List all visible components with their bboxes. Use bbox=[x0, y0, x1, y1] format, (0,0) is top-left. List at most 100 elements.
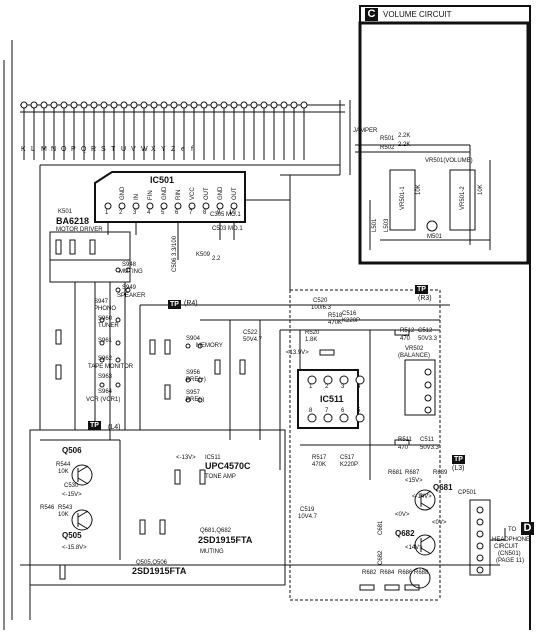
switch-label: S957 bbox=[186, 390, 201, 396]
component-label: R546 bbox=[40, 505, 55, 511]
tp-label: (L3) bbox=[452, 465, 465, 472]
component-label: R543 bbox=[58, 505, 73, 511]
ic501-pin: 3 bbox=[133, 210, 137, 216]
component-label: R517 bbox=[312, 455, 327, 461]
component-label: (BALANCE) bbox=[398, 353, 431, 359]
vr501a-label: VR501-1 bbox=[400, 186, 406, 210]
component-label: 470 bbox=[400, 336, 411, 342]
pin-label: L bbox=[31, 146, 35, 153]
component-label: C681 bbox=[378, 520, 384, 535]
ic501-desc: MOTOR DRIVER bbox=[56, 227, 103, 233]
pin-label: Y bbox=[161, 146, 166, 153]
component-label: K220P bbox=[340, 462, 359, 468]
tp-marker: TP bbox=[452, 455, 465, 464]
ic511-part: UPC4570C bbox=[205, 461, 251, 471]
switch-label: S948 bbox=[122, 262, 137, 268]
component-label: 470 bbox=[398, 445, 409, 451]
component-label: R681 bbox=[388, 470, 403, 476]
pin-label: P bbox=[71, 146, 76, 153]
jamper-label: JAMPER bbox=[353, 128, 378, 134]
component-label: 1.8K bbox=[305, 337, 318, 343]
ic501-pin: 7 bbox=[189, 210, 193, 216]
r502-value: 2.2K bbox=[398, 142, 411, 148]
voltage-label: <14V> bbox=[405, 545, 423, 551]
ic501-pin-name: OUT bbox=[232, 187, 238, 200]
voltage-label: <-14V> bbox=[412, 494, 432, 500]
component-label: 50V4.7 bbox=[243, 337, 263, 343]
q505-506-label: Q505,Q506 bbox=[136, 560, 168, 566]
ic501-pin: 5 bbox=[161, 210, 165, 216]
r501-value: 2.2K bbox=[398, 133, 411, 139]
switch-label: S964 bbox=[98, 389, 113, 395]
ic501-ref: IC501 bbox=[150, 175, 175, 185]
component-label: 10K bbox=[58, 512, 69, 518]
switch-label: PHONO bbox=[94, 306, 117, 312]
component-label: K509 bbox=[196, 252, 211, 258]
ic511-ref-small: IC511 bbox=[205, 455, 221, 461]
voltage-label: <0V> bbox=[395, 512, 410, 518]
component-label: VR502 bbox=[405, 346, 424, 352]
switch-label: TAPE MONITOR bbox=[88, 364, 134, 370]
ic511-pin: 5 bbox=[357, 408, 361, 414]
pin-label: R bbox=[91, 146, 97, 153]
component-label: 10K bbox=[58, 469, 69, 475]
ic511-pin: 3 bbox=[341, 384, 345, 390]
pin-label: X bbox=[151, 146, 156, 153]
component-label: R687 bbox=[405, 470, 420, 476]
q681-682-desc: MUTING bbox=[200, 549, 224, 555]
component-label: K220P bbox=[342, 318, 361, 324]
component-label: R688 bbox=[414, 570, 429, 576]
circuit-label: CIRCUIT bbox=[494, 544, 519, 550]
ic511-body bbox=[297, 369, 359, 429]
ic511-pin: 8 bbox=[309, 408, 313, 414]
pin-label: S bbox=[101, 146, 106, 153]
cp501-label: CP501 bbox=[458, 490, 477, 496]
cn-label: (CN501) bbox=[498, 551, 521, 557]
tp-label: (R3) bbox=[418, 295, 432, 302]
section-mark-c: C bbox=[365, 8, 378, 21]
ic511-pin: 2 bbox=[325, 384, 329, 390]
component-label: R544 bbox=[56, 462, 71, 468]
ic511-pin: 1 bbox=[309, 384, 313, 390]
pin-label: K bbox=[21, 146, 26, 153]
component-label: 50V3.3 bbox=[420, 445, 440, 451]
component-label: 2.2 bbox=[212, 256, 221, 262]
ic501-pin: 8 bbox=[203, 210, 207, 216]
component-label: C519 bbox=[300, 507, 315, 513]
component-label: C512 bbox=[418, 328, 433, 334]
switch-label: MEMORY bbox=[196, 343, 223, 349]
switch-contacts bbox=[99, 267, 203, 403]
ic501-pin-name: VCC bbox=[190, 187, 196, 200]
to-label: TO bbox=[508, 527, 517, 533]
pin-label: Q bbox=[81, 146, 87, 153]
q505-symbol bbox=[71, 509, 93, 531]
component-label: C506 3.3/100 bbox=[172, 235, 178, 272]
pin-label: U bbox=[121, 146, 127, 153]
switch-label: S961 bbox=[98, 338, 113, 344]
ic501-pin: 1 bbox=[105, 210, 109, 216]
m501-label: M501 bbox=[427, 234, 443, 240]
tp-label: (L4) bbox=[108, 424, 121, 431]
voltage-label: <13.9V> bbox=[286, 350, 309, 356]
component-label: C520 bbox=[313, 298, 328, 304]
r501-label: R501 bbox=[380, 136, 395, 142]
pin-label: f bbox=[191, 146, 193, 153]
cp501-body bbox=[469, 499, 491, 576]
switch-label: S949 bbox=[122, 285, 137, 291]
ic501-pin: 10 bbox=[229, 210, 236, 216]
component-label: R682 bbox=[362, 570, 377, 576]
switch-label: S962 bbox=[98, 356, 113, 362]
pin-label: V bbox=[131, 146, 136, 153]
ic501-pin: 2 bbox=[119, 210, 123, 216]
ic501-pin-name: IN bbox=[134, 194, 140, 200]
voltage-label: <0V> bbox=[432, 520, 447, 526]
pin-label: T bbox=[111, 146, 116, 153]
ic501-pin-name: GND bbox=[162, 186, 168, 200]
component-label: C503 MO.1 bbox=[212, 226, 243, 232]
q506-label: Q506 bbox=[62, 446, 82, 455]
pin-label: O bbox=[61, 146, 67, 153]
vr501b-label: VR501-2 bbox=[460, 186, 466, 210]
ic511-ref: IC511 bbox=[320, 394, 344, 404]
ic501-pin-name: OUT bbox=[204, 187, 210, 200]
